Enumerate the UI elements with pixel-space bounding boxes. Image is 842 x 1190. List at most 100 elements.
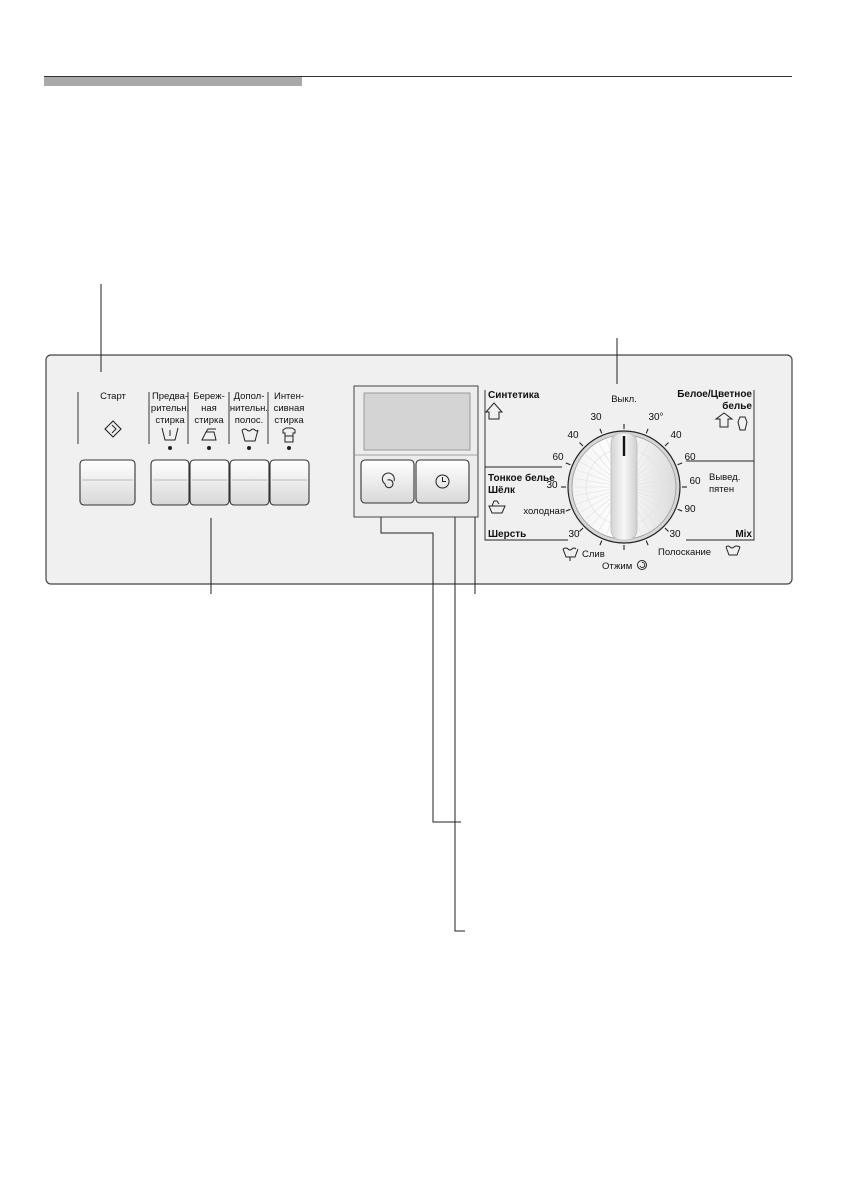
dial-tick — [579, 527, 584, 532]
gentle-wash-button[interactable] — [189, 459, 230, 506]
cotton-colored-icon — [714, 412, 748, 431]
rinse-led — [247, 446, 251, 450]
dial-spin-label: Отжим — [602, 561, 632, 572]
shirt-icon — [282, 427, 296, 443]
dial-temps-right: 30° 40 60 60 90 30 — [648, 412, 701, 540]
dial-texture-line — [635, 493, 668, 513]
temp-left-60: 60 — [552, 452, 564, 463]
temp-right-60: 60 — [684, 452, 696, 463]
option-indicator-leds — [168, 446, 291, 450]
intensive-wash-button[interactable] — [269, 459, 310, 506]
dial-texture-line — [580, 493, 613, 513]
program-delicates-line2: Шёлк — [488, 485, 516, 496]
prewash-led — [168, 446, 172, 450]
dial-texture-line — [576, 469, 611, 483]
prewash-button[interactable] — [150, 459, 190, 506]
dial-texture-line — [637, 491, 672, 505]
option-gentle-line2: ная — [201, 403, 217, 414]
dial-texture-line — [574, 489, 611, 497]
option-rinse-line3: полос. — [235, 415, 264, 426]
temp-right-40: 40 — [670, 430, 682, 441]
spin-icon — [381, 472, 395, 489]
dial-texture-line — [637, 477, 674, 485]
program-selector-dial[interactable] — [561, 424, 687, 550]
dial-texture-line — [585, 454, 614, 479]
start-button[interactable] — [79, 459, 136, 506]
dial-tick — [664, 527, 669, 532]
dial-tick — [565, 508, 571, 512]
header-bar — [44, 77, 302, 86]
start-label: Старт — [100, 391, 126, 402]
option-gentle-line1: Береж- — [193, 391, 225, 402]
dial-tick — [645, 540, 649, 546]
clock-icon — [435, 474, 450, 489]
option-prewash-line1: Предва- — [152, 391, 188, 402]
dial-tick — [565, 462, 571, 466]
dial-tick — [579, 442, 584, 447]
program-synthetics: Синтетика — [488, 390, 540, 401]
rinse-tub-small-icon — [725, 545, 741, 556]
option-intensive-line1: Интен- — [274, 391, 304, 402]
dial-grip[interactable] — [610, 432, 638, 541]
dial-tick — [677, 508, 683, 512]
program-stain-line2: пятен — [709, 484, 734, 495]
dial-tick — [664, 442, 669, 447]
temp-left-30c: 30 — [568, 529, 580, 540]
option-intensive-line2: сивная — [274, 403, 305, 414]
start-diamond-icon — [104, 420, 122, 438]
dial-texture-line — [585, 495, 614, 520]
dial-radial-texture — [574, 437, 674, 537]
end-time-button[interactable] — [415, 459, 470, 504]
dial-texture-line — [637, 489, 674, 497]
program-mix: Mix — [735, 529, 752, 540]
extra-rinse-button[interactable] — [229, 459, 270, 506]
dial-texture-line — [574, 477, 611, 485]
dial-texture-line — [637, 469, 672, 483]
program-stain-line1: Вывед. — [709, 472, 740, 483]
temp-right-90: 90 — [684, 504, 696, 515]
temp-left-cold: холодная — [523, 506, 565, 517]
program-white-colored-line1: Белое/Цветное — [677, 389, 752, 400]
program-delicates-line1: Тонкое белье — [488, 472, 555, 484]
program-white-colored-line2: белье — [722, 400, 752, 412]
temp-right-30c: 30 — [669, 529, 681, 540]
program-wool: Шерсть — [488, 529, 526, 540]
spin-speed-button[interactable] — [360, 459, 415, 504]
iron-icon — [201, 428, 217, 441]
temp-left-30: 30 — [590, 412, 602, 423]
synthetics-shirt-icon — [484, 402, 504, 420]
option-gentle-line3: стирка — [194, 415, 224, 426]
dial-drain-label: Слив — [582, 549, 605, 560]
leader-lines — [100, 284, 618, 932]
program-brackets — [484, 390, 755, 541]
option-icons — [161, 427, 296, 450]
dial-texture-line — [635, 461, 668, 481]
temp-right-30: 30° — [648, 412, 663, 423]
dial-ticks — [561, 424, 687, 550]
label-separators — [77, 392, 269, 444]
prewash-tub-icon — [161, 427, 179, 441]
option-intensive-line3: стирка — [274, 415, 304, 426]
drain-icon — [562, 547, 579, 561]
temp-right-60b: 60 — [689, 476, 701, 487]
option-labels: Предва- рительн. стирка Береж- ная стирк… — [151, 391, 304, 426]
header-rule — [44, 76, 792, 77]
option-prewash-line3: стирка — [155, 415, 185, 426]
dial-tick — [599, 428, 603, 434]
temp-left-30b: 30 — [546, 480, 558, 491]
dial-tick — [599, 540, 603, 546]
dial-rinse-label: Полоскание — [658, 547, 711, 558]
handwash-icon — [488, 500, 506, 514]
option-rinse-line2: нительн. — [230, 403, 268, 414]
dial-texture-line — [580, 461, 613, 481]
dial-tick — [645, 428, 649, 434]
dial-texture-line — [634, 454, 663, 479]
intensive-led — [287, 446, 291, 450]
dial-tick — [677, 462, 683, 466]
gentle-led — [207, 446, 211, 450]
dial-texture-line — [634, 495, 663, 520]
temp-left-40: 40 — [567, 430, 579, 441]
dial-texture-line — [576, 491, 611, 505]
option-prewash-line2: рительн. — [151, 403, 189, 414]
